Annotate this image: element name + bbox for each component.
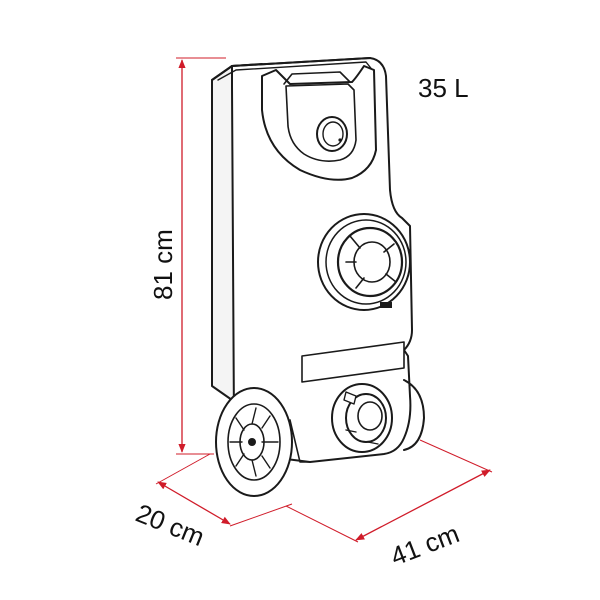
tank-top-inner bbox=[217, 61, 375, 81]
width-label: 41 cm bbox=[386, 518, 463, 571]
axle-housing bbox=[289, 419, 311, 463]
depth-dimension-line bbox=[157, 481, 231, 525]
fill-cap-dot bbox=[338, 138, 342, 142]
drain-cap-tab bbox=[380, 302, 392, 308]
drain-cap-ribs bbox=[345, 235, 397, 289]
depth-label: 20 cm bbox=[132, 498, 209, 552]
valve-knob bbox=[357, 401, 383, 431]
right-wheel bbox=[403, 379, 425, 451]
height-label: 81 cm bbox=[148, 229, 178, 300]
handle-grip bbox=[283, 71, 351, 85]
valve-lever bbox=[343, 391, 379, 445]
depth-ext-right bbox=[229, 503, 293, 527]
wheeled-water-tank-icon bbox=[211, 57, 425, 497]
left-wheel-axle bbox=[248, 438, 256, 446]
width-ext-left bbox=[285, 505, 359, 543]
dimension-lines bbox=[155, 57, 493, 543]
left-wheel-spokes bbox=[229, 407, 279, 477]
width-ext-right bbox=[419, 439, 493, 473]
depth-ext-left bbox=[155, 453, 211, 485]
label-recess bbox=[301, 341, 405, 383]
width-dimension-line bbox=[355, 469, 491, 541]
fill-cap-inner bbox=[322, 121, 344, 147]
capacity-label: 35 L bbox=[418, 73, 469, 103]
tank-top-rim bbox=[211, 57, 371, 81]
